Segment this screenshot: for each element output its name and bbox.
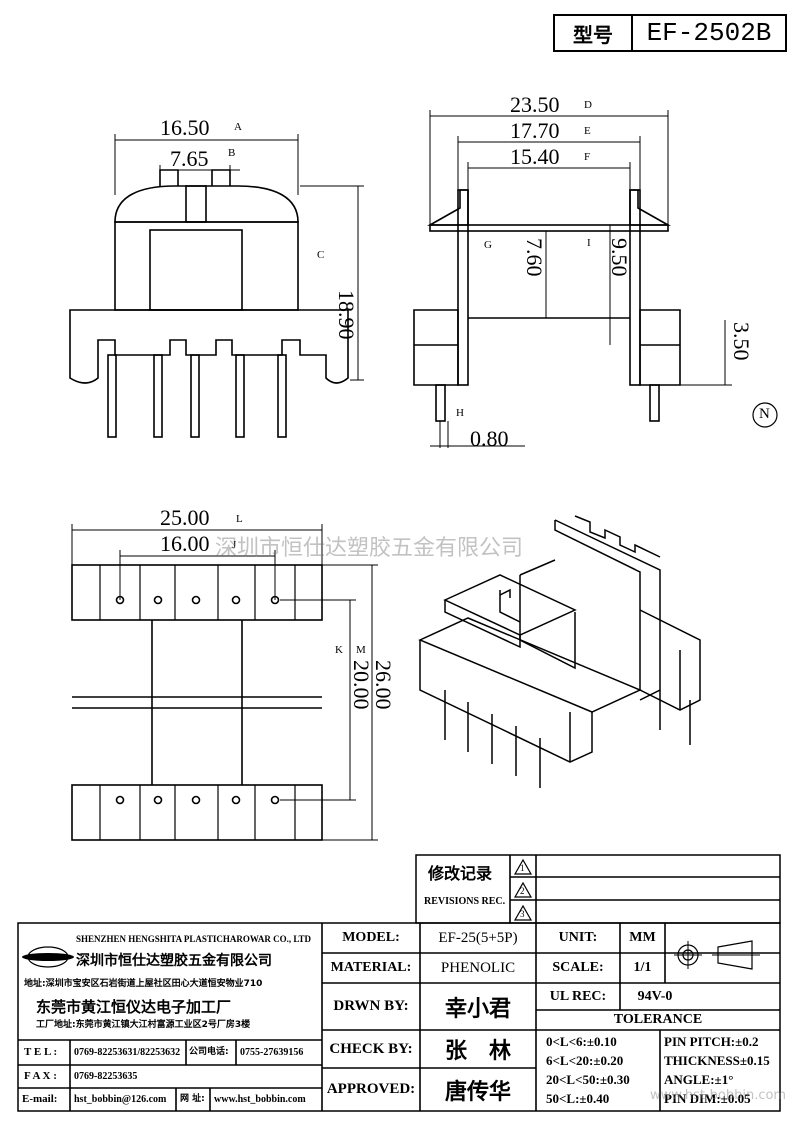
dim-d: 23.50 — [510, 92, 560, 117]
tol-1: 0<L<6:±0.10 — [546, 1034, 617, 1049]
fax-value: 0769-82253635 — [74, 1071, 138, 1082]
company-name-en: SHENZHEN HENGSHITA PLASTICHAROWAR CO., L… — [76, 934, 312, 944]
marker-a: A — [234, 121, 242, 133]
isometric-view — [418, 515, 701, 788]
tol-3: 20<L<50:±0.30 — [546, 1072, 630, 1087]
dim-e: 17.70 — [510, 118, 560, 143]
side-view — [413, 110, 778, 448]
approved-label: APPROVED: — [326, 1081, 416, 1097]
dim-pin-len: 3.50 — [729, 322, 754, 361]
model-header-value: EF-2502B — [646, 18, 772, 48]
revision-mark-1: 1 — [520, 863, 525, 873]
ul-value: 94V-0 — [637, 988, 673, 1004]
revisions-subtitle: REVISIONS REC. — [424, 896, 506, 907]
dim-c: 18.90 — [334, 290, 359, 340]
marker-c: C — [317, 249, 325, 261]
dim-i: 9.50 — [607, 238, 632, 277]
drawn-value: 幸小君 — [444, 996, 511, 1022]
unit-label: UNIT: — [558, 930, 598, 945]
revision-mark-2: 2 — [520, 886, 525, 896]
tol2-2: THICKNESS±0.15 — [664, 1053, 770, 1068]
material-value: PHENOLIC — [440, 959, 516, 976]
dim-l: 25.00 — [160, 505, 210, 530]
check-value: 张 林 — [444, 1039, 511, 1064]
email-value: hst_bobbin@126.com — [74, 1094, 167, 1105]
marker-h: H — [456, 407, 464, 419]
marker-j: J — [232, 539, 237, 551]
marker-k: K — [335, 644, 343, 656]
scale-label: SCALE: — [552, 960, 604, 975]
front-view — [69, 134, 364, 438]
ul-label: UL REC: — [549, 988, 607, 1004]
tol-2: 6<L<20:±0.20 — [546, 1053, 624, 1068]
dim-f: 15.40 — [510, 144, 560, 169]
marker-f: F — [584, 151, 591, 163]
tol2-4: PIN DIM:±0.05 — [664, 1091, 751, 1106]
revisions-title: 修改记录 — [428, 864, 493, 883]
tol2-3: ANGLE:±1° — [664, 1072, 734, 1087]
tol-4: 50<L:±0.40 — [546, 1091, 610, 1106]
phone-label: 公司电话: — [189, 1047, 229, 1057]
tol2-1: PIN PITCH:±0.2 — [664, 1034, 759, 1049]
watermark: 深圳市恒仕达塑胶五金有限公司 — [215, 536, 524, 561]
model-label: MODEL: — [342, 930, 400, 945]
dim-b: 7.65 — [170, 146, 209, 171]
marker-d: D — [584, 99, 592, 111]
dim-j: 16.00 — [160, 531, 210, 556]
marker-g: G — [484, 239, 492, 251]
tel-value: 0769-82253631/82253632 — [74, 1047, 181, 1058]
watermark-url: www.hst-bobbin.com — [650, 1088, 787, 1103]
material-label: MATERIAL: — [330, 960, 412, 975]
marker-b: B — [228, 147, 236, 159]
factory-name: 东莞市黄江恒仪达电子加工厂 — [36, 998, 232, 1016]
dim-g: 7.60 — [522, 238, 547, 277]
phone-value: 0755-27639156 — [240, 1047, 304, 1058]
marker-i: I — [587, 237, 591, 249]
marker-m: M — [356, 644, 366, 656]
dim-m: 26.00 — [371, 660, 396, 710]
scale-value: 1/1 — [633, 960, 652, 975]
dim-a: 16.50 — [160, 115, 210, 140]
tel-label: T E L : — [24, 1046, 58, 1058]
model-header-label: 型号 — [555, 16, 633, 50]
company-name-cn: 深圳市恒仕达塑胶五金有限公司 — [76, 953, 272, 969]
model-header: 型号 EF-2502B — [553, 14, 787, 52]
web-label: 网 址: — [180, 1094, 205, 1104]
dim-pin-dia: 0.80 — [470, 426, 509, 451]
drawn-label: DRWN BY: — [333, 998, 409, 1014]
web-value: www.hst_bobbin.com — [214, 1094, 306, 1105]
dim-k: 20.00 — [349, 660, 374, 710]
marker-l: L — [236, 513, 243, 525]
marker-e: E — [584, 125, 591, 137]
tolerance-label: TOLERANCE — [613, 1012, 703, 1027]
unit-value: MM — [629, 930, 656, 945]
factory-address: 工厂地址:东莞市黄江镇大江村富源工业区2号厂房3楼 — [36, 1020, 251, 1030]
top-view — [71, 524, 378, 841]
fax-label: F A X : — [24, 1070, 57, 1082]
revision-mark-3: 3 — [520, 909, 525, 919]
check-label: CHECK BY: — [329, 1040, 413, 1057]
title-block — [17, 854, 781, 1112]
company-address: 地址:深圳市宝安区石岩街道上屋社区田心大道恒安物业710 — [24, 979, 263, 989]
model-value: EF-25(5+5P) — [438, 929, 518, 946]
approved-value: 唐传华 — [444, 1079, 511, 1105]
email-label: E-mail: — [22, 1093, 58, 1105]
marker-n: N — [759, 406, 770, 422]
